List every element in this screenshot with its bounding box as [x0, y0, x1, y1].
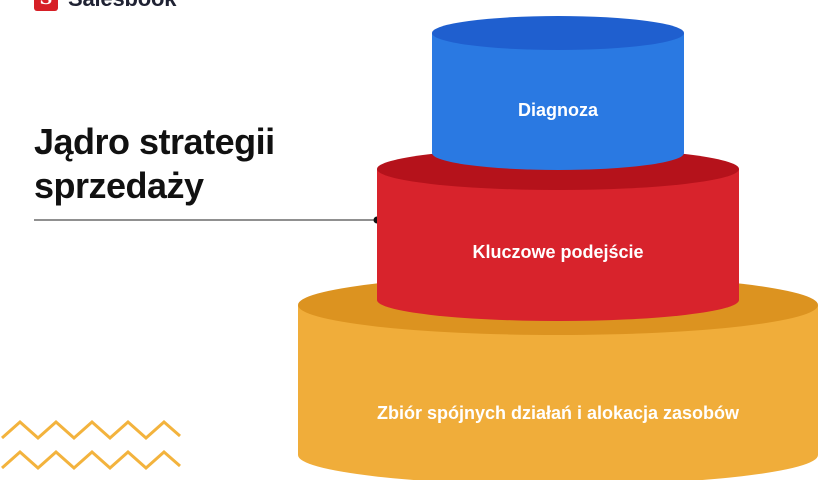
layer-bottom-body — [298, 305, 818, 480]
title-line-1: Jądro strategii — [34, 121, 275, 162]
zigzag-decoration-bottom — [1, 449, 181, 471]
layer-top-label: Diagnoza — [518, 100, 599, 120]
layer-bottom: Zbiór spójnych działań i alokacja zasobó… — [298, 275, 818, 480]
layer-middle: Kluczowe podejście — [377, 148, 739, 321]
layer-middle-body — [377, 169, 739, 321]
layer-middle-label: Kluczowe podejście — [472, 242, 643, 262]
layer-top-body — [432, 33, 684, 170]
layer-top-top — [432, 16, 684, 50]
brand-logo: S Salesbook — [34, 0, 176, 12]
layer-bottom-label: Zbiór spójnych działań i alokacja zasobó… — [377, 403, 740, 423]
title-line-2: sprzedaży — [34, 165, 204, 206]
brand-mark-icon: S — [34, 0, 58, 11]
layer-top: Diagnoza — [432, 16, 684, 170]
zigzag-decoration-top — [1, 419, 181, 441]
brand-name: Salesbook — [68, 0, 176, 12]
diagram-title: Jądro strategii sprzedaży — [34, 120, 334, 208]
